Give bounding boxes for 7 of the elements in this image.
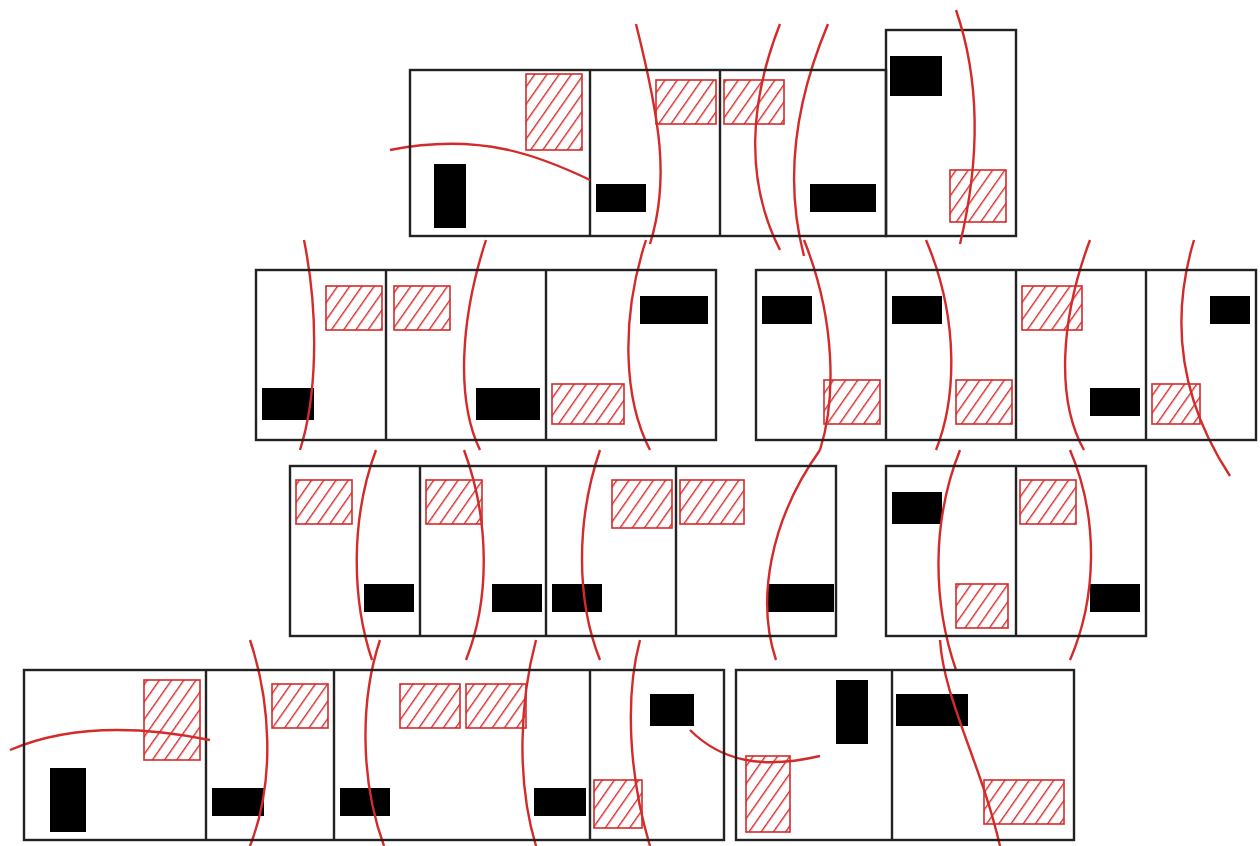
panel-strip <box>408 68 888 238</box>
panel-strip <box>884 464 1148 638</box>
panel-strip <box>288 464 838 638</box>
panel-strip <box>734 668 1076 842</box>
panel-strip <box>22 668 726 842</box>
panel-strip <box>254 268 718 442</box>
panel-strip <box>754 268 1258 442</box>
